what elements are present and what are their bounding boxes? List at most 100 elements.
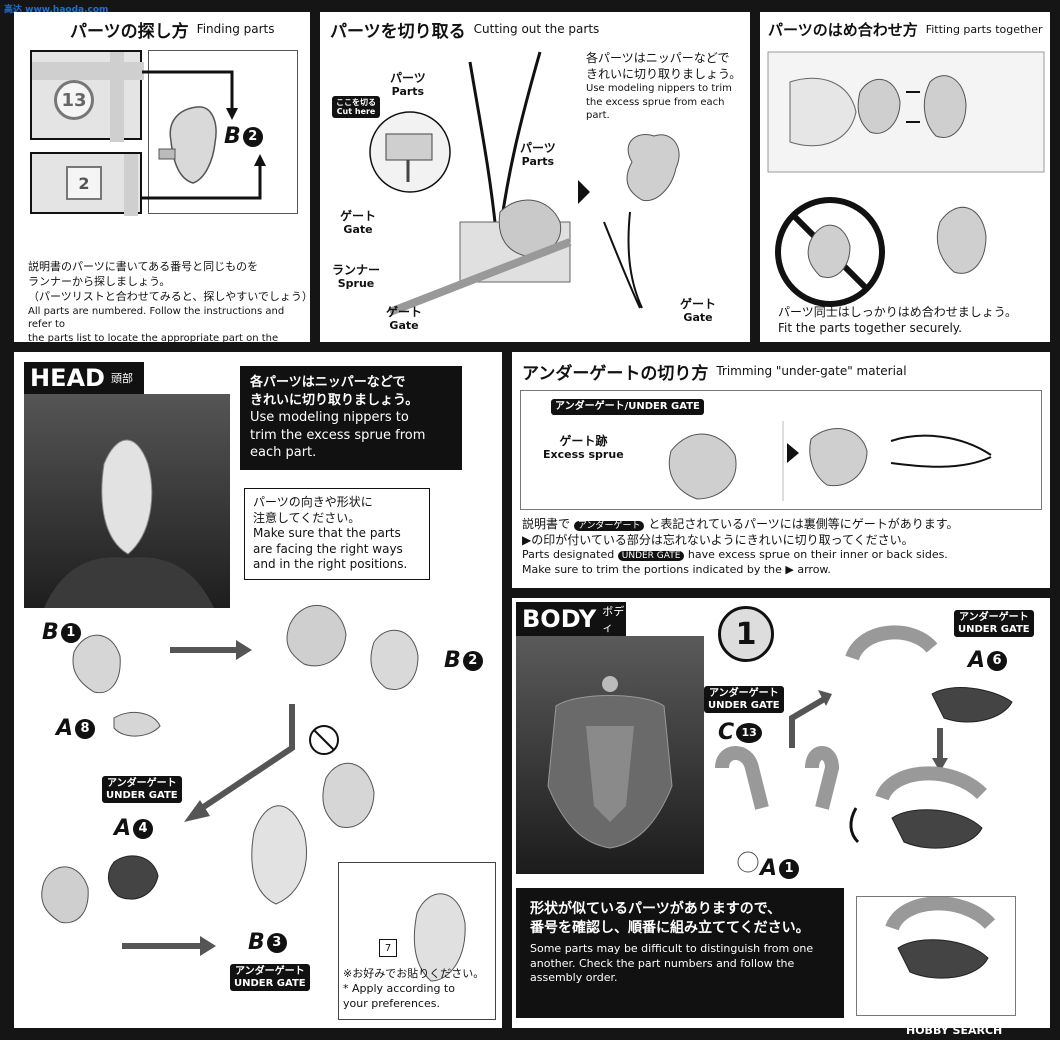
panel-head: HEAD 頭部 各パーツはニッパーなどで きれいに切り取りましょう。 Use m… xyxy=(14,352,502,1028)
sticker-helmet-illustration xyxy=(413,893,466,982)
undergate-explanation: 説明書で アンダーゲート と表記されているパーツには裏側等にゲートがあります。 … xyxy=(522,516,1046,578)
head-box-en-3: each part. xyxy=(250,445,317,461)
head-box-ja-2: きれいに切り取りましょう。 xyxy=(250,392,419,408)
head-title-ja: 頭部 xyxy=(110,372,133,385)
cutting-title-ja: パーツを切り取る xyxy=(330,21,466,42)
finding-title-ja: パーツの探し方 xyxy=(70,21,189,42)
finding-ja-1: 説明書のパーツに書いてある番号と同じものを xyxy=(28,260,259,273)
watermark-top: 高达 www.haoda.com xyxy=(4,5,109,15)
part-ref-b2-letter: B xyxy=(224,124,241,149)
undergate-header: アンダーゲートの切り方 Trimming "under-gate" materi… xyxy=(512,354,1050,388)
undergate-title-ja: アンダーゲートの切り方 xyxy=(522,363,709,384)
finding-arrows xyxy=(142,70,266,200)
body-step-number: 1 xyxy=(718,606,774,662)
finding-header: パーツの探し方 Finding parts xyxy=(14,12,310,46)
body-assembly-illustration xyxy=(715,625,1013,979)
body-photo-figure xyxy=(547,676,673,849)
body-result-box xyxy=(856,896,1016,1016)
finding-en-1: All parts are numbered. Follow the instr… xyxy=(28,305,285,331)
watermark-bottom: HOBBY SEARCH xyxy=(906,1024,1003,1037)
body-box-en-3: assembly order. xyxy=(530,971,618,985)
fitting-illustration xyxy=(767,51,1045,307)
part-zoom-box xyxy=(148,50,298,214)
fitting-title-ja: パーツのはめ合わせ方 xyxy=(768,20,918,39)
finding-title-en: Finding parts xyxy=(196,22,275,36)
finding-en-2: the parts list to locate the appropriate… xyxy=(28,332,279,342)
body-box-ja-2: 番号を確認し、順番に組み立ててください。 xyxy=(530,919,810,936)
part-number-13: 13 xyxy=(54,80,94,120)
head-box-en-2: trim the excess sprue from xyxy=(250,427,426,443)
undergate-parts-illustration xyxy=(668,421,992,501)
body-box-en-1: Some parts may be difficult to distingui… xyxy=(530,941,814,955)
fitting-ja: パーツ同士はしっかりはめ合わせましょう。 xyxy=(778,305,1018,319)
head-header: HEAD 頭部 xyxy=(24,362,144,394)
fitting-title-en: Fitting parts together xyxy=(925,22,1043,36)
sticker-number: 7 xyxy=(379,939,397,957)
undergate-inline-tag-en: UNDER GATE xyxy=(617,551,685,562)
finding-ja-2: ランナーから探しましょう。 xyxy=(28,274,171,288)
head-orientation-note: パーツの向きや形状に 注意してください。 Make sure that the … xyxy=(244,488,430,580)
head-photo xyxy=(24,394,230,608)
cutting-desc-ja-2: きれいに切り取りましょう。 xyxy=(586,67,742,82)
cutting-description: 各パーツはニッパーなどで きれいに切り取りましょう。 Use modeling … xyxy=(586,50,746,123)
part-ref-b2-num: 2 xyxy=(242,126,263,147)
sticker-note: ※お好みでお貼りください。 * Apply according to your … xyxy=(343,967,497,1012)
undergate-inline-tag-ja: アンダーゲート xyxy=(573,521,645,531)
head-note-en-2: are facing the right ways xyxy=(253,541,403,556)
nipper-sprue-illustration xyxy=(369,51,680,316)
head-note-en-3: and in the right positions. xyxy=(253,557,408,572)
head-assembly-illustration xyxy=(41,604,419,956)
part-number-2: 2 xyxy=(66,166,102,200)
undergate-line-2: ▶の印が付いている部分は忘れないようにきれいに切り取ってください。 xyxy=(522,533,914,548)
finding-instructions: 説明書のパーツに書いてある番号と同じものを ランナーから探しましょう。 （パーツ… xyxy=(28,260,310,342)
fitting-header: パーツのはめ合わせ方 Fitting parts together xyxy=(760,12,1050,46)
body-title-en: BODY xyxy=(522,605,597,633)
body-photo xyxy=(516,636,704,874)
sticker-en-2: your preferences. xyxy=(343,996,440,1010)
head-box-en-1: Use modeling nippers to xyxy=(250,410,409,426)
body-box-ja-1: 形状が似ているパーツがありますので、 xyxy=(530,901,782,917)
head-note-ja-1: パーツの向きや形状に xyxy=(253,495,373,509)
head-photo-figure xyxy=(44,439,214,608)
runner-illustration-13: 13 xyxy=(30,50,144,142)
sticker-en-1: * Apply according to xyxy=(343,981,455,995)
cutting-desc-en-3: part. xyxy=(586,110,610,122)
body-similar-parts-box: 形状が似ているパーツがありますので、 番号を確認し、順番に組み立ててください。 … xyxy=(516,888,844,1018)
cutting-title-en: Cutting out the parts xyxy=(473,22,600,36)
undergate-line-3: Parts designated UNDER GATE have excess … xyxy=(522,548,948,562)
finding-ja-3: （パーツリストと合わせてみると、探しやすいでしょう） xyxy=(28,289,310,303)
runner-illustration-2: 2 xyxy=(30,152,142,216)
undergate-title-en: Trimming "under-gate" material xyxy=(716,364,907,378)
sticker-box: 7 ※お好みでお貼りください。 * Apply according to you… xyxy=(338,862,496,1020)
fitting-instructions: パーツ同士はしっかりはめ合わせましょう。 Fit the parts toget… xyxy=(778,304,1048,336)
cutting-desc-ja-1: 各パーツはニッパーなどで xyxy=(586,51,730,65)
head-title-en: HEAD xyxy=(30,364,105,392)
body-box-en-2: another. Check the part numbers and foll… xyxy=(530,956,795,970)
undergate-line-4: Make sure to trim the portions indicated… xyxy=(522,563,831,577)
head-nipper-box: 各パーツはニッパーなどで きれいに切り取りましょう。 Use modeling … xyxy=(240,366,462,470)
cutting-desc-en-1: Use modeling nippers to trim xyxy=(586,83,732,95)
cutting-desc-en-2: the excess sprue from each xyxy=(586,96,725,108)
